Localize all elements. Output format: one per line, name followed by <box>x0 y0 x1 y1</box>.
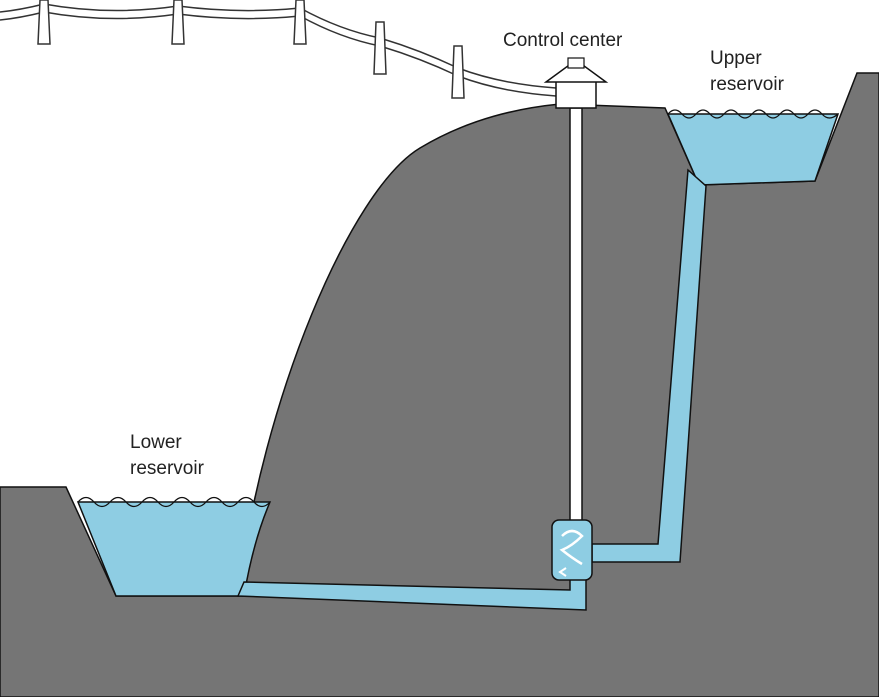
upper-reservoir-label-line2: reservoir <box>710 74 785 95</box>
upper-reservoir-water <box>666 113 840 186</box>
access-shaft <box>569 107 583 525</box>
building-icon <box>543 57 609 109</box>
power-poles <box>37 0 465 99</box>
lower-reservoir-label-line2: reservoir <box>130 458 205 479</box>
power-line-icon <box>0 3 557 97</box>
upper-reservoir-waves <box>667 109 839 119</box>
lower-reservoir-label-line1: Lower <box>130 432 182 453</box>
upper-reservoir-label-line1: Upper <box>710 48 762 69</box>
control-center-label: Control center <box>503 30 623 51</box>
turbine-icon <box>551 519 593 581</box>
lower-reservoir-waves <box>77 496 271 508</box>
